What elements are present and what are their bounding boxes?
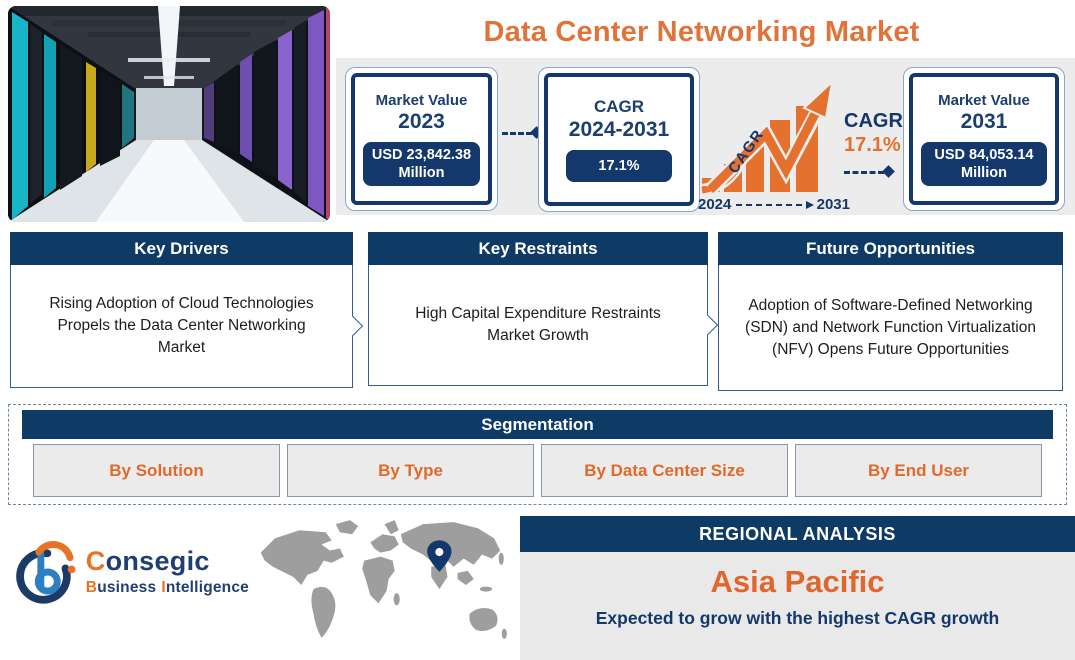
brand-name: Consegic bbox=[85, 545, 249, 576]
market-value-2023-year: 2023 bbox=[398, 109, 445, 133]
regional-analysis-panel: Asia Pacific Expected to grow with the h… bbox=[520, 552, 1075, 660]
chart-start-year: 2024 bbox=[698, 196, 732, 213]
brand-intelligence-rest: ntelligence bbox=[165, 578, 249, 596]
cagr-card-pill: 17.1% bbox=[565, 149, 673, 183]
market-value-2031-unit: Million bbox=[961, 165, 1007, 181]
key-drivers-text: Rising Adoption of Cloud Technologies Pr… bbox=[49, 295, 314, 356]
map-north-america bbox=[260, 530, 344, 586]
cagr-card-period: 2024-2031 bbox=[568, 117, 670, 141]
segment-by-solution: By Solution bbox=[33, 444, 280, 497]
map-africa bbox=[362, 556, 395, 604]
region-name: Asia Pacific bbox=[710, 564, 885, 599]
segment-by-type: By Type bbox=[287, 444, 534, 497]
cagr-card: CAGR 2024-2031 17.1% bbox=[538, 67, 700, 212]
stat-strip: Market Value 2023 USD 23,842.38 Million … bbox=[336, 58, 1075, 215]
market-value-2031-pill: USD 84,053.14 Million bbox=[921, 141, 1047, 187]
map-greenland bbox=[335, 520, 359, 535]
market-value-2031-label: Market Value bbox=[938, 91, 1030, 109]
growth-arrow bbox=[706, 105, 822, 194]
map-europe bbox=[370, 534, 399, 553]
key-restraints-card: Key Restraints High Capital Expenditure … bbox=[368, 232, 719, 386]
key-restraints-text: High Capital Expenditure Restraints Mark… bbox=[415, 305, 661, 344]
map-australia bbox=[469, 608, 498, 632]
market-value-2023-pill: USD 23,842.38 Million bbox=[363, 141, 480, 187]
brand-business-rest: usiness bbox=[97, 578, 157, 596]
map-asia bbox=[400, 522, 501, 567]
brand-business-initial: B bbox=[85, 578, 98, 596]
market-value-2023-label: Market Value bbox=[375, 91, 468, 109]
brand-name-rest: onsegic bbox=[105, 545, 210, 576]
segmentation-section: Segmentation By Solution By Type By Data… bbox=[8, 404, 1067, 505]
brand-word-intelligence: Intelligence bbox=[161, 579, 249, 596]
server-room-illustration bbox=[8, 6, 330, 222]
chevron-right-icon bbox=[341, 315, 364, 337]
key-drivers-card: Key Drivers Rising Adoption of Cloud Tec… bbox=[10, 232, 364, 388]
map-scandinavia bbox=[384, 520, 399, 535]
map-southeast-asia bbox=[457, 570, 474, 586]
key-drivers-body: Rising Adoption of Cloud Technologies Pr… bbox=[10, 265, 364, 388]
segmentation-header: Segmentation bbox=[22, 410, 1053, 439]
data-center-photo bbox=[8, 6, 330, 222]
cagr-annotation: CAGR 17.1% bbox=[844, 110, 903, 157]
key-drivers-header: Key Drivers bbox=[10, 232, 353, 265]
market-value-2023-amount: USD 23,842.38 bbox=[371, 146, 472, 163]
market-value-2031-amount: USD 84,053.14 bbox=[934, 146, 1034, 163]
map-new-zealand bbox=[501, 628, 507, 639]
cagr-annotation-label: CAGR bbox=[844, 110, 903, 132]
brand-intelligence-initial: I bbox=[161, 578, 166, 596]
dashed-arrow-connector bbox=[502, 132, 532, 135]
dashed-arrow-connector-2 bbox=[844, 171, 884, 174]
future-opportunities-card: Future Opportunities Adoption of Softwar… bbox=[718, 232, 1063, 391]
market-value-2031-card: Market Value 2031 USD 84,053.14 Million bbox=[903, 67, 1065, 211]
map-japan bbox=[498, 552, 504, 565]
location-pin-dot bbox=[435, 548, 444, 557]
years-dashed-arrow-icon bbox=[736, 200, 814, 209]
region-subtitle: Expected to grow with the highest CAGR g… bbox=[595, 608, 1000, 628]
page-title: Data Center Networking Market bbox=[483, 15, 920, 48]
cagr-card-label: CAGR bbox=[593, 96, 645, 116]
map-indonesia bbox=[479, 586, 493, 592]
market-value-2023-unit: Million bbox=[398, 165, 445, 181]
world-map bbox=[260, 520, 507, 639]
cagr-annotation-value: 17.1% bbox=[844, 134, 901, 156]
growth-chart: CAGR bbox=[700, 80, 834, 196]
regional-analysis-header: REGIONAL ANALYSIS bbox=[520, 516, 1075, 552]
consegic-logo-icon bbox=[16, 541, 76, 604]
brand-name-initial: C bbox=[85, 545, 106, 576]
future-opportunities-text: Adoption of Software-Defined Networking … bbox=[745, 296, 1036, 358]
map-south-america bbox=[311, 586, 336, 638]
chart-end-year: 2031 bbox=[816, 196, 850, 213]
market-value-2031-year: 2031 bbox=[960, 109, 1008, 133]
market-value-2023-card: Market Value 2023 USD 23,842.38 Million bbox=[345, 67, 498, 211]
chevron-right-icon bbox=[696, 314, 719, 336]
map-madagascar bbox=[393, 593, 400, 606]
segment-by-end-user: By End User bbox=[795, 444, 1042, 497]
brand-word-business: Business bbox=[86, 579, 157, 596]
segmentation-row: By Solution By Type By Data Center Size … bbox=[33, 444, 1042, 497]
key-restraints-body: High Capital Expenditure Restraints Mark… bbox=[368, 265, 719, 386]
location-pin-icon bbox=[427, 540, 452, 572]
key-restraints-header: Key Restraints bbox=[368, 232, 708, 265]
growth-arrowhead bbox=[802, 80, 834, 120]
future-opportunities-header: Future Opportunities bbox=[718, 232, 1063, 265]
future-opportunities-body: Adoption of Software-Defined Networking … bbox=[718, 265, 1063, 391]
segment-by-data-center-size: By Data Center Size bbox=[541, 444, 788, 497]
chart-years-row: 2024 2031 bbox=[698, 196, 850, 213]
